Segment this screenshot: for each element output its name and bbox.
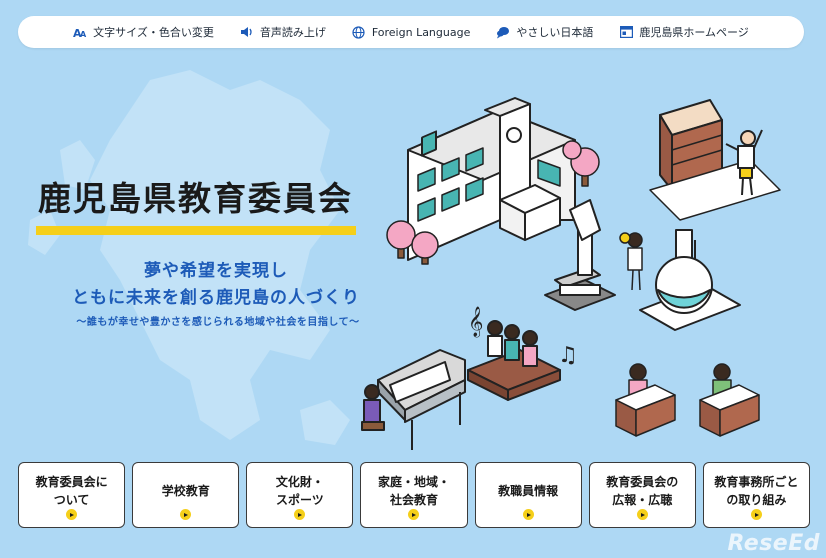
choir-stage-illustration: 𝄞 ♫ (467, 306, 578, 401)
flask-illustration (639, 229, 741, 331)
arrow-right-icon (636, 509, 648, 520)
foreign-language-link[interactable]: Foreign Language (352, 25, 471, 39)
prefecture-homepage-link[interactable]: 鹿児島県ホームページ (619, 24, 749, 40)
education-illustration: 𝄞 ♫ (361, 97, 781, 450)
microscope-illustration (544, 199, 616, 311)
nav-cultural-properties-sports-button[interactable]: 文化財・ スポーツ (246, 462, 354, 528)
nav-about-board-button[interactable]: 教育委員会に ついて (18, 462, 126, 528)
slogan-line-2: ともに未来を創る鹿児島の人づくり (72, 288, 360, 308)
title-underline (36, 226, 356, 235)
nav-label: 教育事務所ごと の取り組み (714, 475, 799, 507)
prefecture-homepage-label: 鹿児島県ホームページ (639, 26, 749, 39)
arrow-right-icon (180, 509, 192, 520)
read-aloud-link[interactable]: 音声読み上げ (240, 24, 326, 40)
speaker-icon (240, 25, 254, 39)
globe-icon (352, 25, 366, 39)
nav-label: 文化財・ スポーツ (275, 475, 324, 507)
arrow-right-icon (408, 509, 420, 520)
page-title: 鹿児島県教育委員会 (38, 179, 353, 218)
school-building-illustration (407, 97, 576, 261)
student-with-magnifier-illustration (619, 232, 643, 291)
text-size-color-label: 文字サイズ・色合い変更 (93, 26, 214, 39)
nav-label: 学校教育 (161, 484, 210, 498)
vaulting-box-illustration (649, 99, 781, 221)
svg-text:♫: ♫ (558, 343, 578, 368)
watermark-logo: ReseEd (727, 531, 820, 556)
arrow-right-icon (294, 509, 306, 520)
svg-text:𝄞: 𝄞 (468, 306, 483, 338)
arrow-right-icon (66, 509, 78, 520)
slogan-subline: 〜誰もが幸せや豊かさを感じられる地域や社会を目指して〜 (76, 317, 360, 328)
svg-text:A: A (80, 30, 87, 38)
students-at-desks-illustration (615, 363, 760, 437)
nav-education-office-initiatives-button[interactable]: 教育事務所ごと の取り組み (702, 462, 810, 528)
foreign-language-label: Foreign Language (371, 25, 471, 39)
kagoshima-map-silhouette (28, 70, 350, 445)
nav-public-relations-button[interactable]: 教育委員会の 広報・広聴 (588, 462, 696, 528)
piano-illustration (361, 349, 466, 450)
slogan-line-1: 夢や希望を実現し (144, 261, 288, 281)
cherry-tree-illustration (386, 140, 600, 265)
main-nav: 教育委員会に ついて 学校教育 文化財・ スポーツ 家庭・地域・ 社会教育 教職… (18, 462, 810, 528)
nav-staff-info-button[interactable]: 教職員情報 (474, 462, 582, 528)
nav-family-community-social-education-button[interactable]: 家庭・地域・ 社会教育 (360, 462, 468, 528)
svg-text:A: A (73, 27, 82, 38)
nav-label: 教育委員会に ついて (35, 475, 108, 507)
browser-window-icon (619, 25, 633, 39)
nav-school-education-button[interactable]: 学校教育 (132, 462, 240, 528)
nav-label: 教職員情報 (498, 484, 559, 498)
speech-bubble-icon (496, 25, 510, 39)
nav-label: 家庭・地域・ 社会教育 (377, 475, 450, 507)
arrow-right-icon (522, 509, 534, 520)
easy-japanese-link[interactable]: やさしい日本語 (496, 24, 593, 40)
nav-label: 教育委員会の 広報・広聴 (606, 475, 679, 507)
arrow-right-icon (750, 509, 762, 520)
easy-japanese-label: やさしい日本語 (516, 26, 594, 39)
read-aloud-label: 音声読み上げ (259, 26, 326, 39)
